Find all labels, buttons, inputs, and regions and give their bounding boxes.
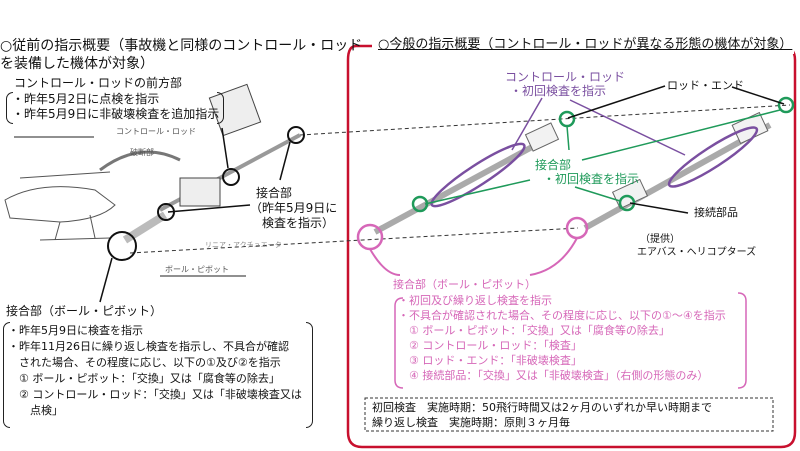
front-item-2: ・昨年5月9日に非破壊検査を追加指示 xyxy=(12,107,220,121)
schedule-initial: 初回検査 実施時期：50飛行時間又は2ヶ月のいずれか早い時期まで xyxy=(372,401,712,414)
front-bracket-left xyxy=(6,92,13,124)
fracture-circle xyxy=(222,168,240,186)
fig-label-fracture: 破断部 xyxy=(130,148,154,157)
rod-label: コントロール・ロッド xyxy=(505,70,626,84)
fig-label-actuator: リニア・アクチュエータ xyxy=(205,241,282,249)
right-ball-item-6: ④ 接続部品：「交換」又は「非破壊検査」（右側の形態のみ） xyxy=(398,369,709,382)
pink-bracket-right xyxy=(737,292,747,389)
left-ball-item-5: ② コントロール・ロッド：「交換」又は「非破壊検査又は xyxy=(8,388,302,401)
fig-label-control-rod: コントロール・ロッド xyxy=(116,127,196,136)
right-joint-label: 接合部 xyxy=(535,158,572,172)
credit-line-1: （提供） xyxy=(640,234,680,245)
left-ball-heading: 接合部（ボール・ピボット） xyxy=(6,304,163,318)
left-ball-item-3: された場合、その程度に応じ、以下の①及び②を指示 xyxy=(8,356,281,369)
fig-label-ball-pivot: ボール・ピボット xyxy=(165,265,229,274)
connector-label: 接続部品 xyxy=(694,206,738,219)
left-joint-label: 接合部 xyxy=(256,186,293,200)
ball-pivot-circle xyxy=(107,231,137,261)
right-ball-item-4: ② コントロール・ロッド：「検査」 xyxy=(398,339,582,352)
right-ball-item-1: ・初回及び繰り返し検査を指示 xyxy=(398,294,552,307)
helicopter-illustration xyxy=(4,171,116,241)
right-ball-heading: 接合部（ボール・ピボット） xyxy=(393,278,536,291)
joint-circle-upper xyxy=(287,126,305,144)
schedule-repeat: 繰り返し検査 実施時期：原則３ヶ月毎 xyxy=(372,416,570,429)
credit-line-2: エアバス・ヘリコプターズ xyxy=(637,247,757,258)
rod-ellipse-left xyxy=(430,142,526,208)
dashed-link-bottom xyxy=(129,227,579,254)
rod-end-circle-right xyxy=(777,96,795,114)
right-ball-item-3: ① ボール・ピボット：「交換」又は「腐食等の除去」 xyxy=(398,324,670,337)
dashed-link-top xyxy=(299,104,791,136)
rod-end-label: ロッド・エンド xyxy=(667,79,744,92)
curved-arrow xyxy=(99,150,181,172)
left-title-line2: を装備した機体が対象） xyxy=(0,56,154,72)
right-ball-item-5: ③ ロッド・エンド：「非破壊検査」 xyxy=(398,354,582,367)
front-item-1: ・昨年5月2日に点検を指示 xyxy=(12,92,160,106)
ball-pivot-circle-right-b xyxy=(565,216,589,240)
left-ball-item-6: 点検」 xyxy=(8,404,63,417)
front-heading: コントロール・ロッドの前方部 xyxy=(14,76,183,90)
left-ball-bracket-right xyxy=(306,322,313,428)
left-ball-item-2: ・昨年11月26日に繰り返し検査を指示し、不具合が確認 xyxy=(8,340,289,353)
schedule-box xyxy=(364,397,774,432)
right-ball-item-2: ・不具合が確認された場合、その程度に応じ、以下の①～④を指示 xyxy=(398,309,726,322)
right-joint-note: ・初回検査を指示 xyxy=(543,172,640,186)
left-ball-item-4: ① ボール・ピボット：「交換」又は「腐食等の除去」 xyxy=(8,372,280,385)
pink-bracket-left xyxy=(394,297,404,389)
left-ball-bracket-left xyxy=(3,322,10,428)
left-ball-item-1: ・昨年5月9日に検査を指示 xyxy=(8,324,143,337)
left-title-line1: ○従前の指示概要（事故機と同様のコントロール・ロッド xyxy=(0,38,363,54)
left-joint-note-1: （昨年5月9日に xyxy=(250,201,338,215)
ball-pivot-circle-right-a xyxy=(356,223,384,251)
rod-ellipse-right xyxy=(667,126,759,188)
rod-note: ・初回検査を指示 xyxy=(510,84,607,98)
left-joint-note-2: 検査を指示） xyxy=(262,216,335,230)
right-title: ○今般の指示概要（コントロール・ロッドが異なる形態の機体が対象） xyxy=(376,36,795,54)
